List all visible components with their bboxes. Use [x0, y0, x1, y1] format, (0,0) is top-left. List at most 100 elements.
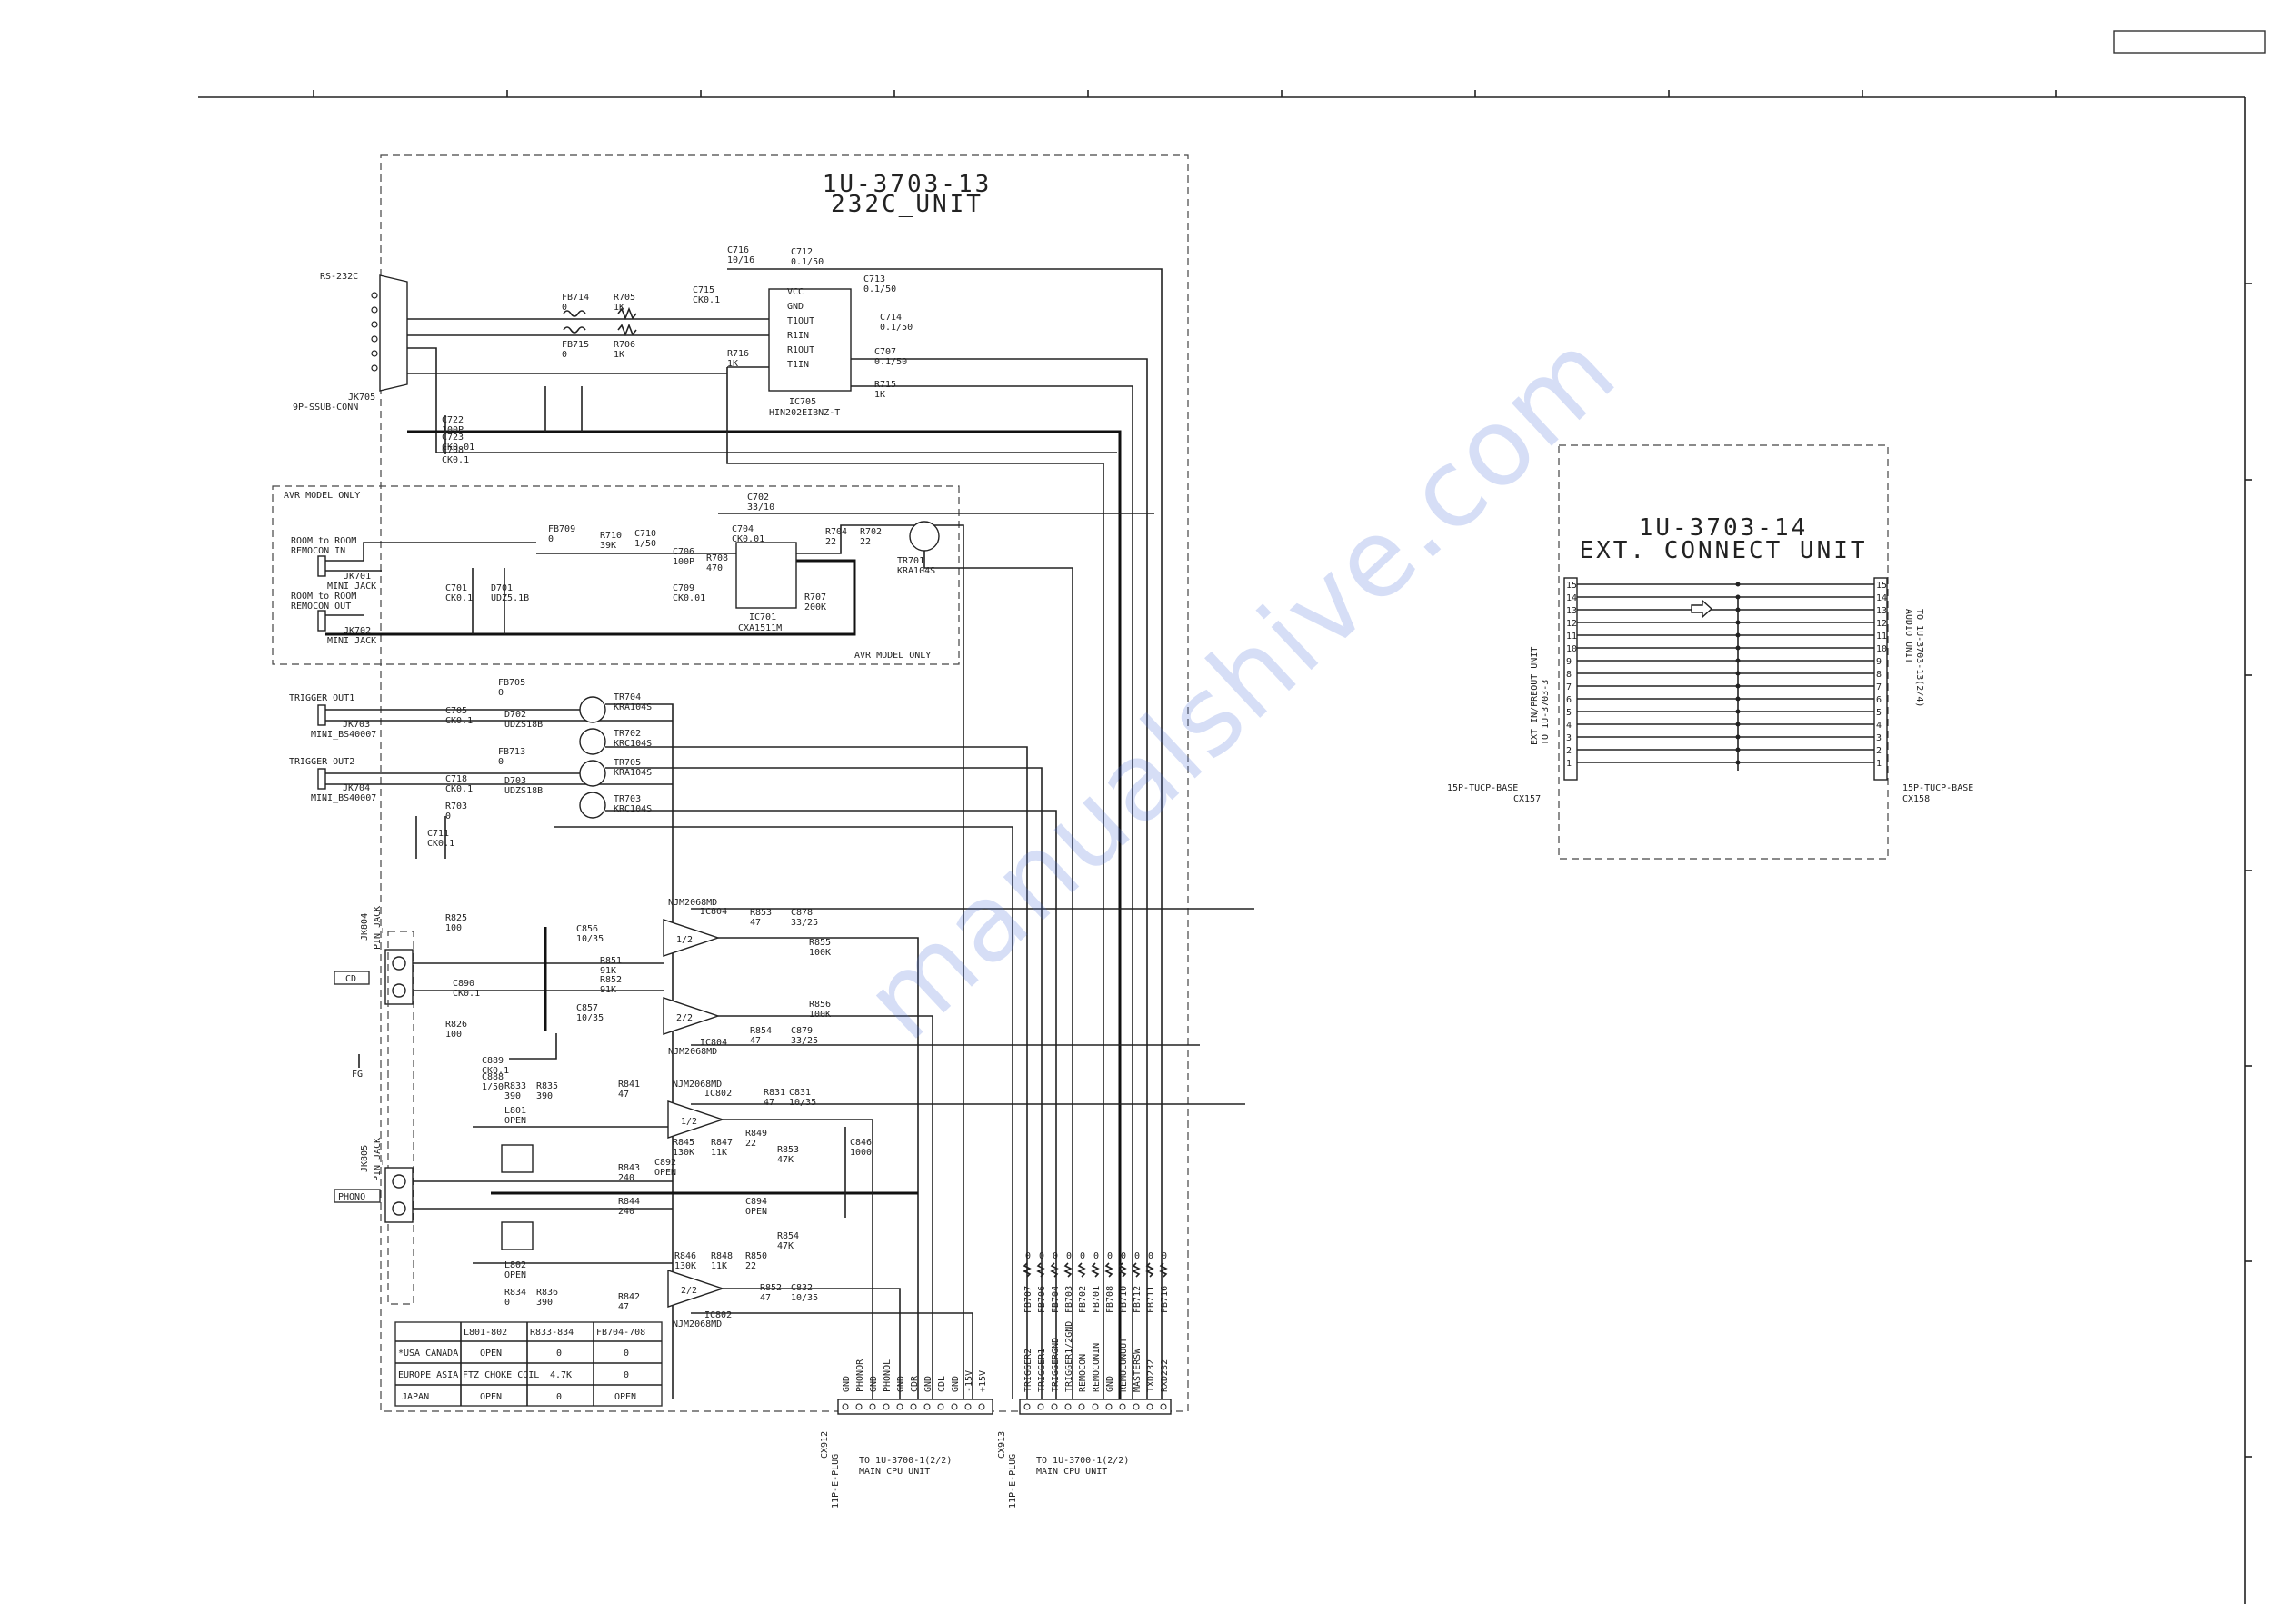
- remocon-out-1: ROOM to ROOM: [291, 592, 356, 602]
- component-value: 22: [745, 1139, 756, 1149]
- cx913-pin-label: GND: [1105, 1376, 1115, 1392]
- cx912-pin: [964, 1403, 972, 1410]
- avr-label-bottom: AVR MODEL ONLY: [854, 651, 931, 661]
- component-ref: C892: [654, 1158, 676, 1168]
- component-ref: R716: [727, 349, 749, 359]
- component-ref: R825: [445, 913, 467, 923]
- ic802-part-1: NJM2068MD: [673, 1080, 722, 1090]
- cx913-type: 11P-E-PLUG: [1008, 1454, 1018, 1508]
- ic804-ch2: 2/2: [676, 1013, 693, 1023]
- ext-right-pin: 15: [1876, 581, 1887, 591]
- table-r2-c2: 4.7K: [550, 1370, 572, 1380]
- cx913-ferrite: [1036, 1262, 1045, 1278]
- component-value: 22: [860, 537, 871, 547]
- cx913-to: TO 1U-3700-1(2/2): [1036, 1456, 1129, 1466]
- cx913-fb-val: 0: [1134, 1251, 1140, 1261]
- component-ref: C718: [445, 774, 467, 784]
- cx913-pin-label: RXD232: [1160, 1359, 1170, 1392]
- rs232-jack-ref: JK705: [348, 393, 375, 403]
- ic705-ref: IC705: [789, 397, 816, 407]
- ext-left-pin: 6: [1566, 695, 1572, 705]
- cx913-fb-ref: FB706: [1037, 1286, 1047, 1313]
- component-ref: FB715: [562, 340, 589, 350]
- table-r2-c3: 0: [624, 1370, 629, 1380]
- component-value: KRA104S: [614, 702, 652, 712]
- ext-right-pin: 4: [1876, 721, 1882, 731]
- component-ref: C894: [745, 1197, 767, 1207]
- component-value: 130K: [673, 1148, 694, 1158]
- component-value: 22: [825, 537, 836, 547]
- component-ref: C715: [693, 285, 714, 295]
- corner-label-box: [2113, 30, 2266, 54]
- cx912-pin: [937, 1403, 944, 1410]
- component-ref: R707: [804, 592, 826, 602]
- cd-jack-type: PIN_JACK: [373, 906, 383, 950]
- component-value: 200K: [804, 602, 826, 612]
- cx912-pin: [842, 1403, 849, 1410]
- component-ref: C832: [791, 1283, 813, 1293]
- ext-right-pin: 11: [1876, 632, 1887, 642]
- component-value: 0: [562, 303, 567, 313]
- cx913-ferrite: [1118, 1262, 1127, 1278]
- component-value: 47: [750, 1036, 761, 1046]
- rs232-label: RS-232C: [320, 272, 358, 282]
- component-value: 0.1/50: [791, 257, 824, 267]
- component-ref: C856: [576, 924, 598, 934]
- component-ref: R851: [600, 956, 622, 966]
- ic802-ch1: 1/2: [681, 1117, 697, 1127]
- unit-14-outline: [1558, 444, 1889, 860]
- cx913-fb-val: 0: [1093, 1251, 1099, 1261]
- cx913-fb-ref: FB707: [1023, 1286, 1033, 1313]
- ext-left-conn: 15P-TUCP-BASE: [1447, 783, 1518, 793]
- component-value: CK0.1: [693, 295, 720, 305]
- cx912-pin: [951, 1403, 958, 1410]
- direction-arrow: [1691, 599, 1713, 619]
- component-ref: C702: [747, 493, 769, 503]
- trigger-out2-jack: JK704: [343, 783, 370, 793]
- trigger-out1-label: TRIGGER OUT1: [289, 693, 354, 703]
- ext-left-pin: 1: [1566, 759, 1572, 769]
- component-value: 10/16: [727, 255, 754, 265]
- remocon-in-1: ROOM to ROOM: [291, 536, 356, 546]
- ic705-pin-t1out: T1OUT: [787, 316, 814, 326]
- cx912-pin: [978, 1403, 985, 1410]
- ext-left-pin: 2: [1566, 746, 1572, 756]
- component-value: 1/50: [634, 539, 656, 549]
- component-ref: TR705: [614, 758, 641, 768]
- ic802-ref-1: IC802: [704, 1089, 732, 1099]
- table-r2-c0: EUROPE ASIA: [398, 1370, 458, 1380]
- component-ref: C888: [482, 1072, 504, 1082]
- component-value: 91K: [600, 966, 616, 976]
- table-r3-c3: OPEN: [614, 1392, 636, 1402]
- component-ref: C710: [634, 529, 656, 539]
- cx913-pin: [1023, 1403, 1031, 1410]
- component-ref: TR702: [614, 729, 641, 739]
- component-value: 0.1/50: [880, 323, 913, 333]
- ic705-pin-r1out: R1OUT: [787, 345, 814, 355]
- cx912-pin-label: GND: [923, 1376, 933, 1392]
- component-value: 47: [764, 1098, 774, 1108]
- ic705-pin-vcc: VCC: [787, 287, 804, 297]
- ext-left-pin: 12: [1566, 619, 1577, 629]
- ic804-opamp-1: [663, 919, 721, 957]
- table-r1-c0: *USA CANADA: [398, 1349, 458, 1359]
- trigger-out2-type: MINI_BS40007: [311, 793, 376, 803]
- table-r2-c1: FTZ CHOKE COIL: [463, 1370, 539, 1380]
- component-value: 91K: [600, 985, 616, 995]
- cd-label-box: [334, 971, 370, 985]
- tr701-symbol: [909, 521, 940, 552]
- component-value: CK0.01: [442, 443, 474, 453]
- component-value: OPEN: [654, 1168, 676, 1178]
- component-ref: R850: [745, 1251, 767, 1261]
- component-value: 100P: [673, 557, 694, 567]
- component-value: 0: [498, 688, 504, 698]
- unit-14-title-1: 1U-3703-14: [1639, 514, 1809, 542]
- ext-right-pin: 5: [1876, 708, 1882, 718]
- component-value: 0: [504, 1298, 510, 1308]
- ext-left-pin: 8: [1566, 670, 1572, 680]
- ic804-part-1: NJM2068MD: [668, 898, 717, 908]
- cx912-pin-label: GND: [951, 1376, 961, 1392]
- ext-right-pin: 10: [1876, 644, 1887, 654]
